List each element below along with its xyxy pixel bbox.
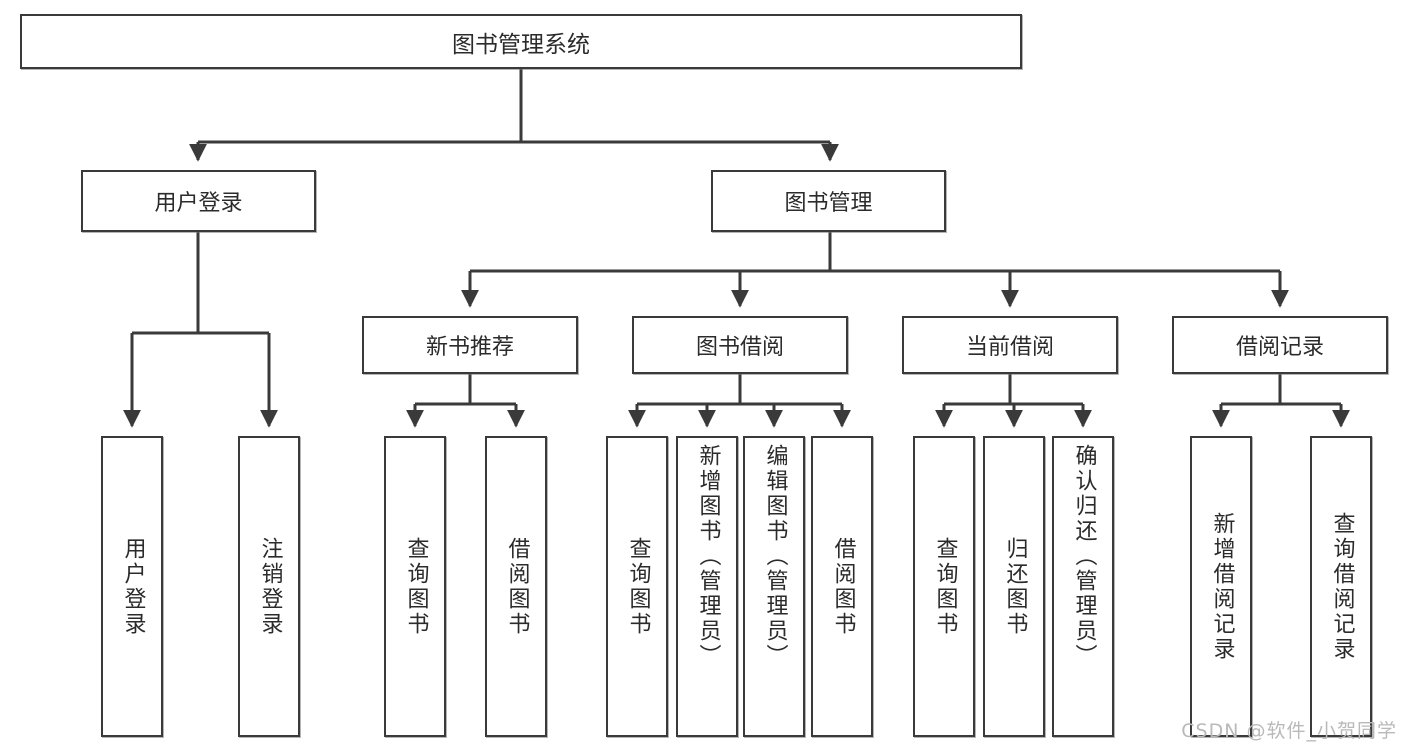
node-label: 编辑图书（管理员）: [762, 444, 788, 669]
node-label: 新增图书（管理员）: [695, 444, 721, 669]
leaf-query-book-current[interactable]: 查询图书: [913, 436, 975, 737]
node-book-borrow[interactable]: 图书借阅: [632, 316, 848, 374]
node-label: 图书借阅: [695, 335, 784, 360]
node-new-book-recommend[interactable]: 新书推荐: [362, 316, 578, 374]
leaf-query-book-borrow[interactable]: 查询图书: [606, 436, 668, 737]
node-label: 确认归还（管理员）: [1071, 444, 1097, 669]
leaf-edit-book-admin[interactable]: 编辑图书（管理员）: [743, 436, 805, 737]
node-label: 用户登录: [120, 536, 146, 637]
leaf-user-login[interactable]: 用户登录: [101, 436, 163, 737]
node-label: 图书管理系统: [452, 31, 590, 58]
node-label: 新增借阅记录: [1209, 511, 1235, 662]
node-label: 借阅图书: [830, 536, 856, 637]
node-borrow-record[interactable]: 借阅记录: [1172, 316, 1388, 374]
leaf-add-borrow-record[interactable]: 新增借阅记录: [1190, 436, 1252, 737]
node-label: 新书推荐: [425, 335, 514, 360]
leaf-confirm-return-admin[interactable]: 确认归还（管理员）: [1052, 436, 1114, 737]
csdn-watermark: CSDN @软件_小贺同学: [1181, 720, 1397, 742]
node-label: 查询图书: [403, 536, 429, 637]
node-label: 注销登录: [257, 536, 283, 637]
leaf-user-logout[interactable]: 注销登录: [238, 436, 300, 737]
node-book-management[interactable]: 图书管理: [711, 170, 946, 232]
node-label: 查询借阅记录: [1329, 511, 1355, 662]
leaf-return-book[interactable]: 归还图书: [983, 436, 1045, 737]
node-label: 借阅图书: [504, 536, 530, 637]
leaf-borrow-book[interactable]: 借阅图书: [811, 436, 873, 737]
node-label: 归还图书: [1002, 536, 1028, 637]
leaf-add-book-admin[interactable]: 新增图书（管理员）: [676, 436, 738, 737]
node-label: 用户登录: [154, 191, 243, 216]
node-user-login[interactable]: 用户登录: [81, 170, 316, 232]
node-label: 图书管理: [784, 191, 873, 216]
leaf-query-borrow-record[interactable]: 查询借阅记录: [1310, 436, 1372, 737]
node-current-borrow[interactable]: 当前借阅: [902, 316, 1118, 374]
leaf-borrow-book-recommend[interactable]: 借阅图书: [485, 436, 547, 737]
node-root[interactable]: 图书管理系统: [20, 14, 1022, 69]
node-label: 查询图书: [625, 536, 651, 637]
node-label: 借阅记录: [1235, 335, 1324, 360]
node-label: 当前借阅: [965, 335, 1054, 360]
leaf-query-book-recommend[interactable]: 查询图书: [384, 436, 446, 737]
node-label: 查询图书: [932, 536, 958, 637]
